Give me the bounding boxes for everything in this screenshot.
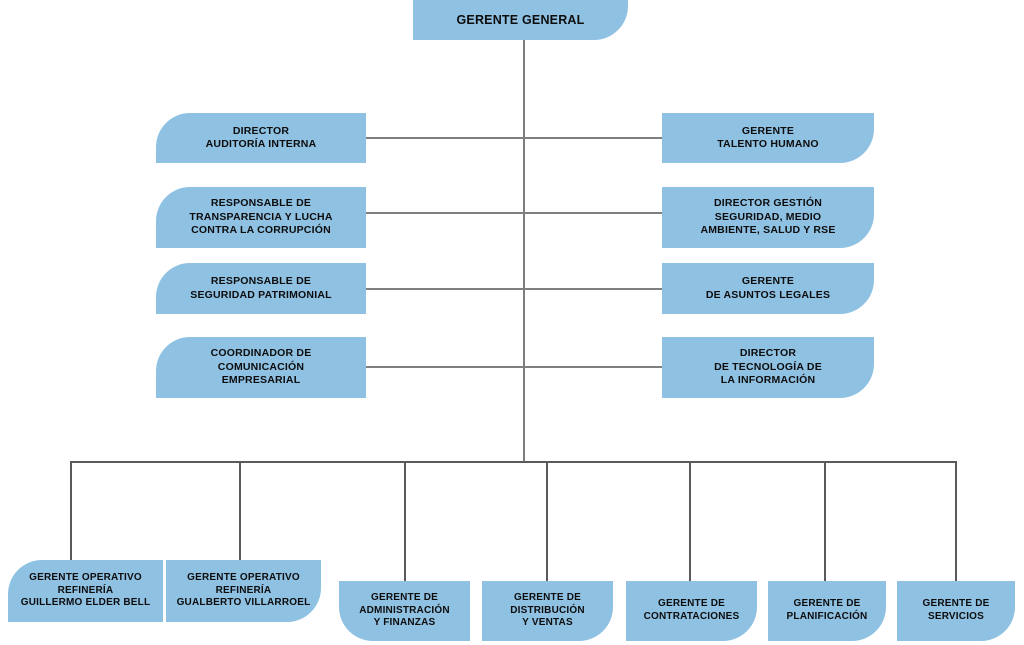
staff-connector-row-3 [366, 288, 663, 290]
node-gerente-talento-humano[interactable]: GERENTE TALENTO HUMANO [662, 113, 874, 163]
node-label: GERENTE OPERATIVO REFINERÍA GUILLERMO EL… [20, 571, 151, 609]
node-label: GERENTE GENERAL [456, 13, 585, 27]
staff-connector-row-1 [366, 137, 663, 139]
node-label: RESPONSABLE DE SEGURIDAD PATRIMONIAL [190, 275, 332, 301]
staff-connector-row-2 [366, 212, 663, 214]
node-gerente-asuntos-legales[interactable]: GERENTE DE ASUNTOS LEGALES [662, 263, 874, 314]
node-responsable-seguridad-patrimonial[interactable]: RESPONSABLE DE SEGURIDAD PATRIMONIAL [156, 263, 366, 314]
node-label: DIRECTOR DE TECNOLOGÍA DE LA INFORMACIÓN [714, 347, 822, 387]
node-responsable-transparencia[interactable]: RESPONSABLE DE TRANSPARENCIA Y LUCHA CON… [156, 187, 366, 248]
node-gerente-contrataciones[interactable]: GERENTE DE CONTRATACIONES [626, 581, 757, 641]
node-coordinador-comunicacion-empresarial[interactable]: COORDINADOR DE COMUNICACIÓN EMPRESARIAL [156, 337, 366, 398]
node-gerente-administracion-finanzas[interactable]: GERENTE DE ADMINISTRACIÓN Y FINANZAS [339, 581, 470, 641]
node-label: GERENTE DE PLANIFICACIÓN [786, 598, 868, 622]
node-label: GERENTE DE CONTRATACIONES [643, 598, 740, 622]
trunk-vertical-line [523, 40, 525, 462]
node-gerente-general[interactable]: GERENTE GENERAL [413, 0, 628, 40]
division-bus-line [70, 461, 956, 463]
node-director-gestion-seguridad[interactable]: DIRECTOR GESTIÓN SEGURIDAD, MEDIO AMBIEN… [662, 187, 874, 248]
node-gerente-operativo-gualberto-villarroel[interactable]: GERENTE OPERATIVO REFINERÍA GUALBERTO VI… [166, 560, 321, 622]
division-drop-7 [955, 461, 957, 581]
node-label: GERENTE TALENTO HUMANO [717, 124, 819, 150]
node-director-auditoria-interna[interactable]: DIRECTOR AUDITORÍA INTERNA [156, 113, 366, 163]
node-label: DIRECTOR AUDITORÍA INTERNA [205, 124, 317, 150]
node-gerente-operativo-guillermo-elder-bell[interactable]: GERENTE OPERATIVO REFINERÍA GUILLERMO EL… [8, 560, 163, 622]
division-drop-6 [824, 461, 826, 581]
node-director-tecnologia-informacion[interactable]: DIRECTOR DE TECNOLOGÍA DE LA INFORMACIÓN [662, 337, 874, 398]
division-drop-3 [404, 461, 406, 581]
staff-connector-row-4 [366, 366, 663, 368]
node-label: GERENTE DE DISTRIBUCIÓN Y VENTAS [510, 591, 585, 629]
division-drop-2 [239, 461, 241, 560]
node-label: GERENTE OPERATIVO REFINERÍA GUALBERTO VI… [176, 571, 311, 609]
node-gerente-distribucion-ventas[interactable]: GERENTE DE DISTRIBUCIÓN Y VENTAS [482, 581, 613, 641]
node-label: COORDINADOR DE COMUNICACIÓN EMPRESARIAL [210, 347, 312, 387]
node-gerente-servicios[interactable]: GERENTE DE SERVICIOS [897, 581, 1015, 641]
node-label: GERENTE DE ADMINISTRACIÓN Y FINANZAS [359, 591, 450, 629]
node-label: RESPONSABLE DE TRANSPARENCIA Y LUCHA CON… [189, 197, 333, 237]
node-label: DIRECTOR GESTIÓN SEGURIDAD, MEDIO AMBIEN… [700, 197, 836, 237]
node-label: GERENTE DE SERVICIOS [922, 598, 990, 622]
division-drop-5 [689, 461, 691, 581]
division-drop-4 [546, 461, 548, 581]
node-label: GERENTE DE ASUNTOS LEGALES [705, 275, 831, 301]
division-drop-1 [70, 461, 72, 560]
node-gerente-planificacion[interactable]: GERENTE DE PLANIFICACIÓN [768, 581, 886, 641]
